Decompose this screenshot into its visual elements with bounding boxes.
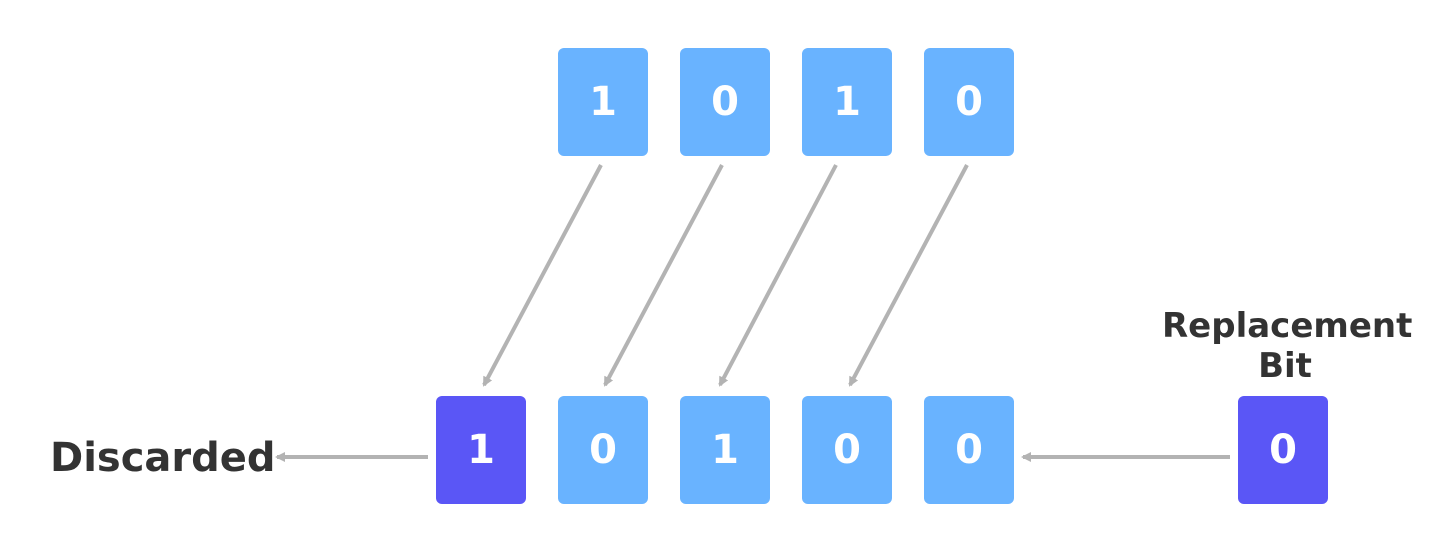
replacement-label-line-2: Bit [1258,346,1312,386]
original-bit-1: 1 [558,48,648,156]
shifted-bit-2: 1 [680,396,770,504]
original-bit-3: 1 [802,48,892,156]
shift-arrow-3 [718,164,838,387]
discarded-bit: 1 [436,396,526,504]
replacement-label-line-1: Replacement [1162,306,1413,346]
shift-arrow-2 [603,164,724,387]
shifted-bit-3: 0 [802,396,892,504]
shift-arrow-4 [848,164,969,387]
original-bit-2: 0 [680,48,770,156]
replacement-bit: 0 [1238,396,1328,504]
discarded-label: Discarded [50,435,276,481]
shifted-bit-1: 0 [558,396,648,504]
replacement-label: Replacement Bit [1162,306,1413,386]
shifted-bit-4: 0 [924,396,1014,504]
shift-arrow-1 [482,164,603,387]
original-bit-4: 0 [924,48,1014,156]
